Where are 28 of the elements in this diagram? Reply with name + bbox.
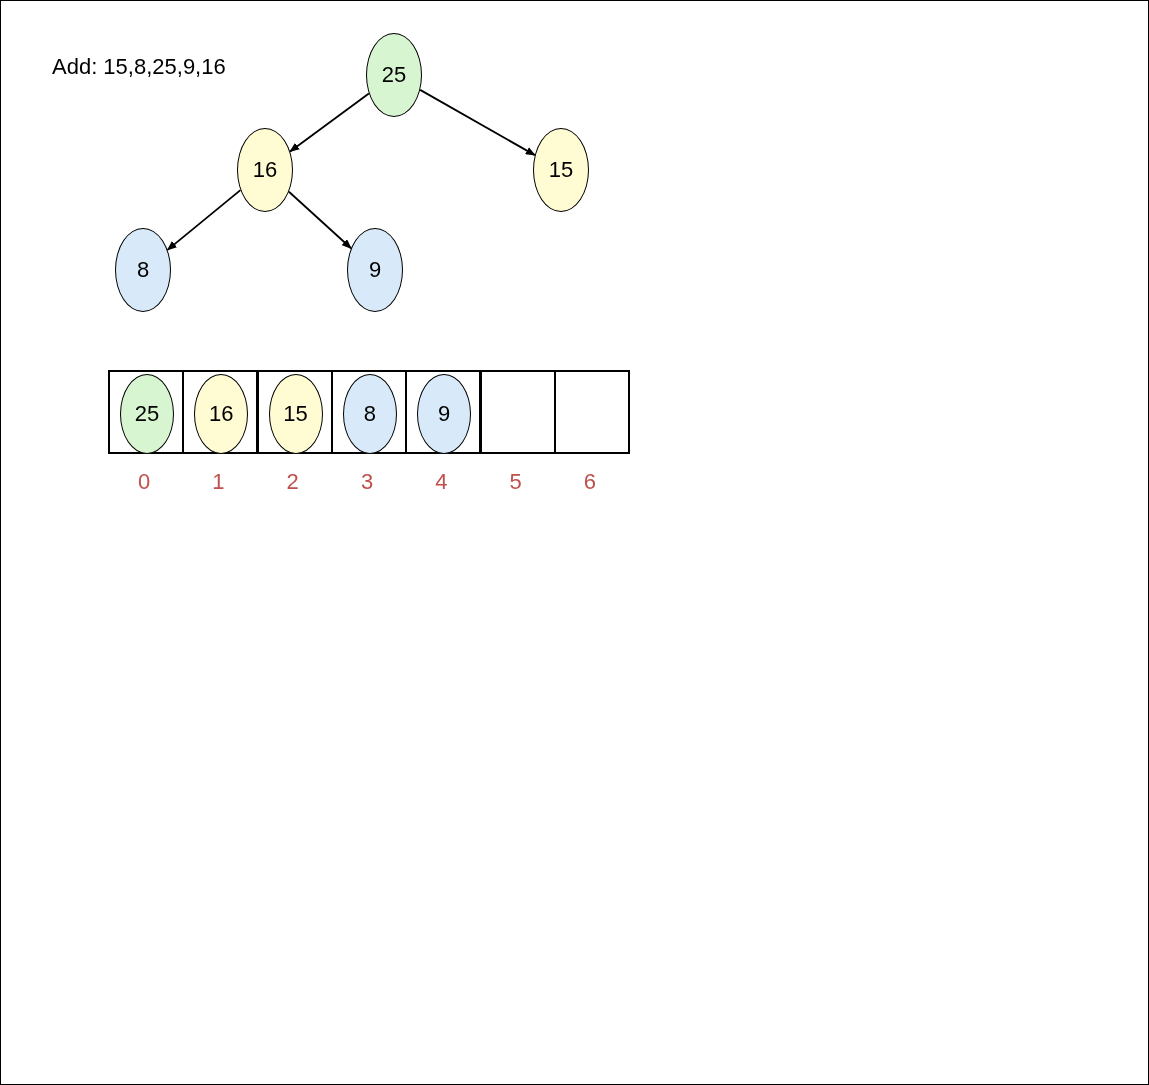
arrow xyxy=(166,189,242,251)
heap-tree-node: 25 xyxy=(366,33,422,117)
array-cell xyxy=(330,370,407,454)
heap-tree-node: 8 xyxy=(115,228,171,312)
array-cell xyxy=(553,370,630,454)
array-index: 1 xyxy=(212,469,225,495)
array-element-node: 9 xyxy=(417,374,472,454)
array-index: 3 xyxy=(360,469,374,495)
array-index: 5 xyxy=(509,469,522,495)
array-cell xyxy=(256,370,333,454)
array-cell xyxy=(479,370,556,454)
heap-tree-node: 15 xyxy=(533,128,589,212)
array-index: 6 xyxy=(583,469,597,495)
array-cell xyxy=(182,370,259,454)
array-element-node: 16 xyxy=(194,374,249,454)
heap-tree-node: 16 xyxy=(237,128,293,212)
array-cell xyxy=(405,370,482,454)
array-index: 4 xyxy=(435,469,448,495)
arrow xyxy=(289,92,370,153)
heap-tree-node: 9 xyxy=(347,228,403,312)
array-index: 0 xyxy=(138,469,151,495)
array-element-node: 25 xyxy=(120,374,174,454)
array-cell xyxy=(108,370,184,454)
array-element-node: 8 xyxy=(342,374,397,454)
array-index: 2 xyxy=(286,469,299,495)
insertion-sequence-note: Add: 15,8,25,9,16 xyxy=(52,54,226,80)
arrow xyxy=(288,190,352,250)
array-element-node: 15 xyxy=(268,374,323,454)
